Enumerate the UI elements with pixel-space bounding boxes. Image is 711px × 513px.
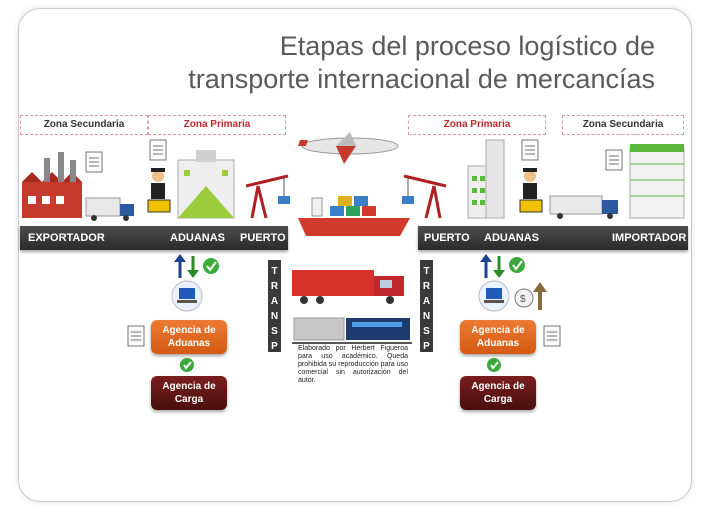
truck-icon — [549, 195, 618, 219]
transp-letter: A — [270, 296, 279, 307]
band-label-puerto-right: PUERTO — [424, 232, 470, 244]
left-stage-band: EXPORTADOR ADUANAS PUERTO — [20, 226, 288, 250]
zone-label-right-secundaria: Zona Secundaria — [562, 115, 684, 135]
transp-letter: T — [423, 266, 430, 277]
title-line-2: transporte internacional de mercancías — [188, 64, 655, 94]
crane-icon — [245, 174, 290, 219]
illustrations — [22, 132, 685, 236]
document-icon — [605, 149, 623, 171]
transp-letter: R — [270, 281, 279, 292]
band-label-importador: IMPORTADOR — [612, 232, 687, 244]
band-label-exportador: EXPORTADOR — [28, 232, 105, 244]
cargo-ship-icon — [298, 196, 410, 236]
title-line-1: Etapas del proceso logístico de — [279, 31, 655, 61]
building-icon — [467, 139, 505, 219]
box-line: Agencia de — [471, 381, 525, 392]
slide-frame — [18, 8, 692, 502]
customs-officer-icon — [147, 168, 171, 213]
slide-title: Etapas del proceso logístico de transpor… — [135, 30, 655, 96]
box-line: Aduanas — [167, 338, 211, 349]
box-line: Carga — [174, 394, 204, 405]
zone-label-left-secundaria: Zona Secundaria — [20, 115, 148, 135]
transp-letter: A — [422, 296, 431, 307]
transp-letter: P — [423, 341, 430, 352]
factory-icon — [22, 152, 82, 218]
left-agencia-carga-box: Agencia de Carga — [151, 376, 227, 410]
zone-label-right-primaria: Zona Primaria — [408, 115, 546, 135]
right-stage-band: PUERTO ADUANAS IMPORTADOR — [418, 226, 688, 250]
right-agencia-carga-box: Agencia de Carga — [460, 376, 536, 410]
credit-note: Elaborado por Herbert Figueroa para uso … — [298, 345, 408, 384]
transp-letter: S — [423, 326, 430, 337]
right-agencia-aduanas-box: Agencia de Aduanas — [460, 320, 536, 354]
document-icon — [149, 139, 167, 161]
transp-letter: R — [422, 281, 431, 292]
transp-letter: T — [271, 266, 278, 277]
document-icon — [521, 139, 539, 161]
box-line: Agencia de — [471, 325, 525, 336]
building-icon — [629, 144, 685, 219]
transp-letter: P — [271, 341, 278, 352]
box-line: Agencia de — [162, 381, 216, 392]
band-label-aduanas-right: ADUANAS — [484, 232, 539, 244]
airplane-icon — [298, 132, 399, 164]
left-agencia-aduanas-box: Agencia de Aduanas — [151, 320, 227, 354]
building-icon — [177, 150, 235, 219]
transp-letter: N — [422, 311, 431, 322]
band-label-puerto-left: PUERTO — [240, 232, 286, 244]
crane-icon — [402, 174, 447, 219]
box-line: Carga — [483, 394, 513, 405]
transp-letter: N — [270, 311, 279, 322]
customs-officer-icon — [519, 168, 543, 213]
transp-bar-left: T R A N S P — [268, 260, 281, 352]
transp-letter: S — [271, 326, 278, 337]
box-line: Agencia de — [162, 325, 216, 336]
truck-icon — [85, 197, 134, 221]
transp-bar-right: T R A N S P — [420, 260, 433, 352]
document-icon — [85, 151, 103, 173]
band-label-aduanas-left: ADUANAS — [170, 232, 225, 244]
box-line: Aduanas — [476, 338, 520, 349]
zone-label-left-primaria: Zona Primaria — [148, 115, 286, 135]
